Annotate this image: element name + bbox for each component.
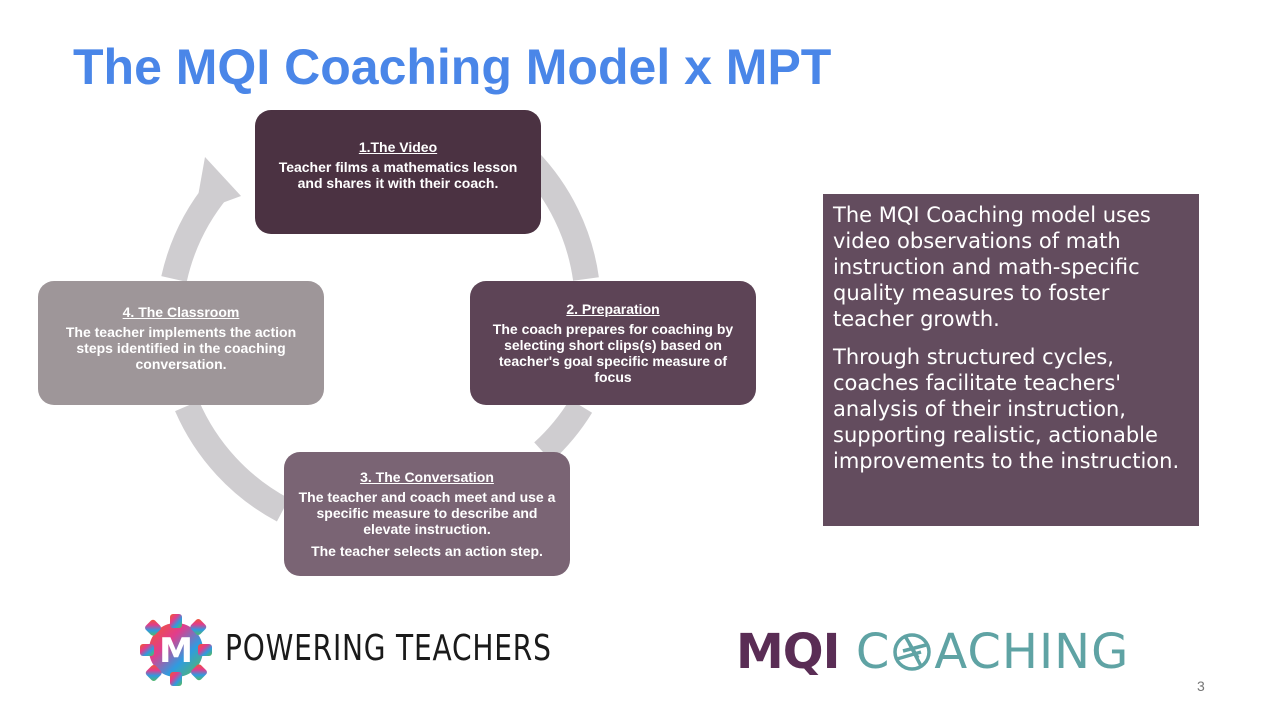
- powering-teachers-text: POWERING TEACHERS: [225, 628, 552, 669]
- cycle-step-classroom: 4. The Classroom The teacher implements …: [38, 281, 324, 405]
- arc-arrow-preparation-to-conversation: [534, 398, 593, 462]
- slide-title: The MQI Coaching Model x MPT: [73, 39, 832, 95]
- step-heading: 1.The Video: [358, 139, 438, 155]
- mqi-coaching-logo: MQI C ACHING: [736, 624, 1129, 680]
- arc-arrow-conversation-to-classroom: [175, 400, 290, 522]
- step-heading: 4. The Classroom: [122, 304, 240, 320]
- arc-arrowhead-icon: [195, 157, 241, 213]
- step-heading: 3. The Conversation: [360, 469, 494, 485]
- step-heading: 2. Preparation: [566, 301, 660, 317]
- step-extra: The teacher selects an action step.: [311, 543, 543, 559]
- info-paragraph: The MQI Coaching model uses video observ…: [833, 203, 1151, 331]
- gear-icon: M: [140, 614, 212, 686]
- cycle-step-video: 1.The Video Teacher films a mathematics …: [255, 110, 541, 234]
- page-number: 3: [1197, 678, 1205, 694]
- step-body: Teacher films a mathematics lesson and s…: [278, 159, 518, 191]
- coaching-prefix: C: [855, 624, 891, 680]
- logo-mark: M: [159, 631, 193, 671]
- info-box: The MQI Coaching model uses video observ…: [823, 194, 1199, 526]
- info-paragraph: Through structured cycles, coaches facil…: [833, 345, 1180, 473]
- mqi-wordmark: MQI: [736, 624, 840, 680]
- camera-aperture-icon: [893, 633, 932, 671]
- powering-teachers-logo: M: [138, 612, 518, 692]
- coaching-wordmark: C ACHING: [856, 624, 1129, 680]
- step-body: The coach prepares for coaching by selec…: [492, 321, 734, 385]
- step-body: The teacher and coach meet and use a spe…: [298, 489, 556, 537]
- cycle-step-preparation: 2. Preparation The coach prepares for co…: [470, 281, 756, 405]
- cycle-step-conversation: 3. The Conversation The teacher and coac…: [284, 452, 570, 576]
- step-body: The teacher implements the action steps …: [65, 324, 297, 372]
- coaching-suffix: ACHING: [934, 624, 1130, 680]
